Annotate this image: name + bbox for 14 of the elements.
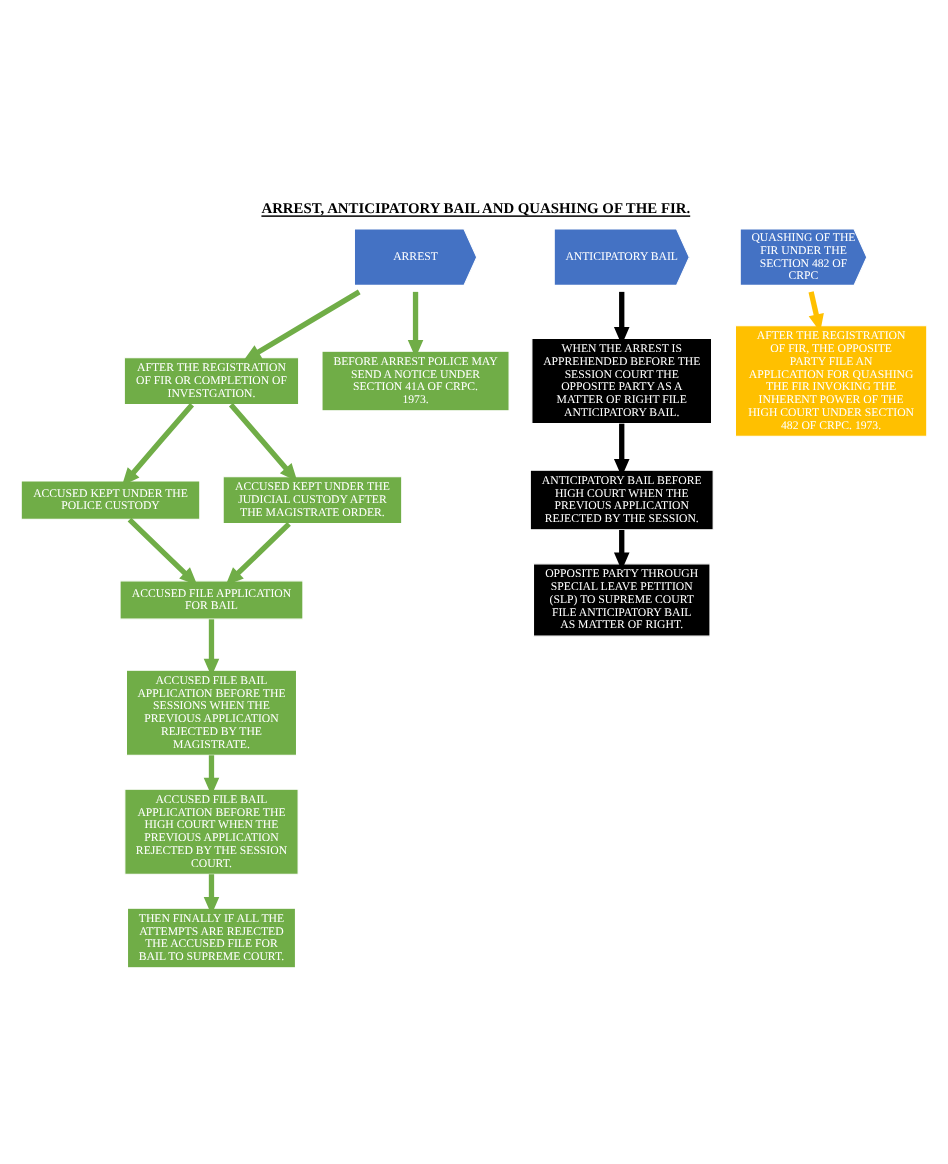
- diagram-title: ARREST, ANTICIPATORY BAIL AND QUASHING OF THE FIR.: [261, 198, 691, 217]
- arrow: [121, 401, 194, 485]
- arrow: [613, 422, 630, 476]
- arrow: [203, 873, 220, 914]
- arrow: [225, 520, 291, 585]
- arrow: [228, 401, 298, 481]
- arrow: [808, 290, 824, 331]
- arrow: [613, 290, 630, 344]
- arrow: [127, 516, 198, 585]
- arrow: [407, 290, 424, 357]
- arrow: [203, 754, 220, 795]
- arrow: [243, 288, 361, 361]
- arrow: [203, 618, 220, 676]
- arrow: [613, 528, 630, 570]
